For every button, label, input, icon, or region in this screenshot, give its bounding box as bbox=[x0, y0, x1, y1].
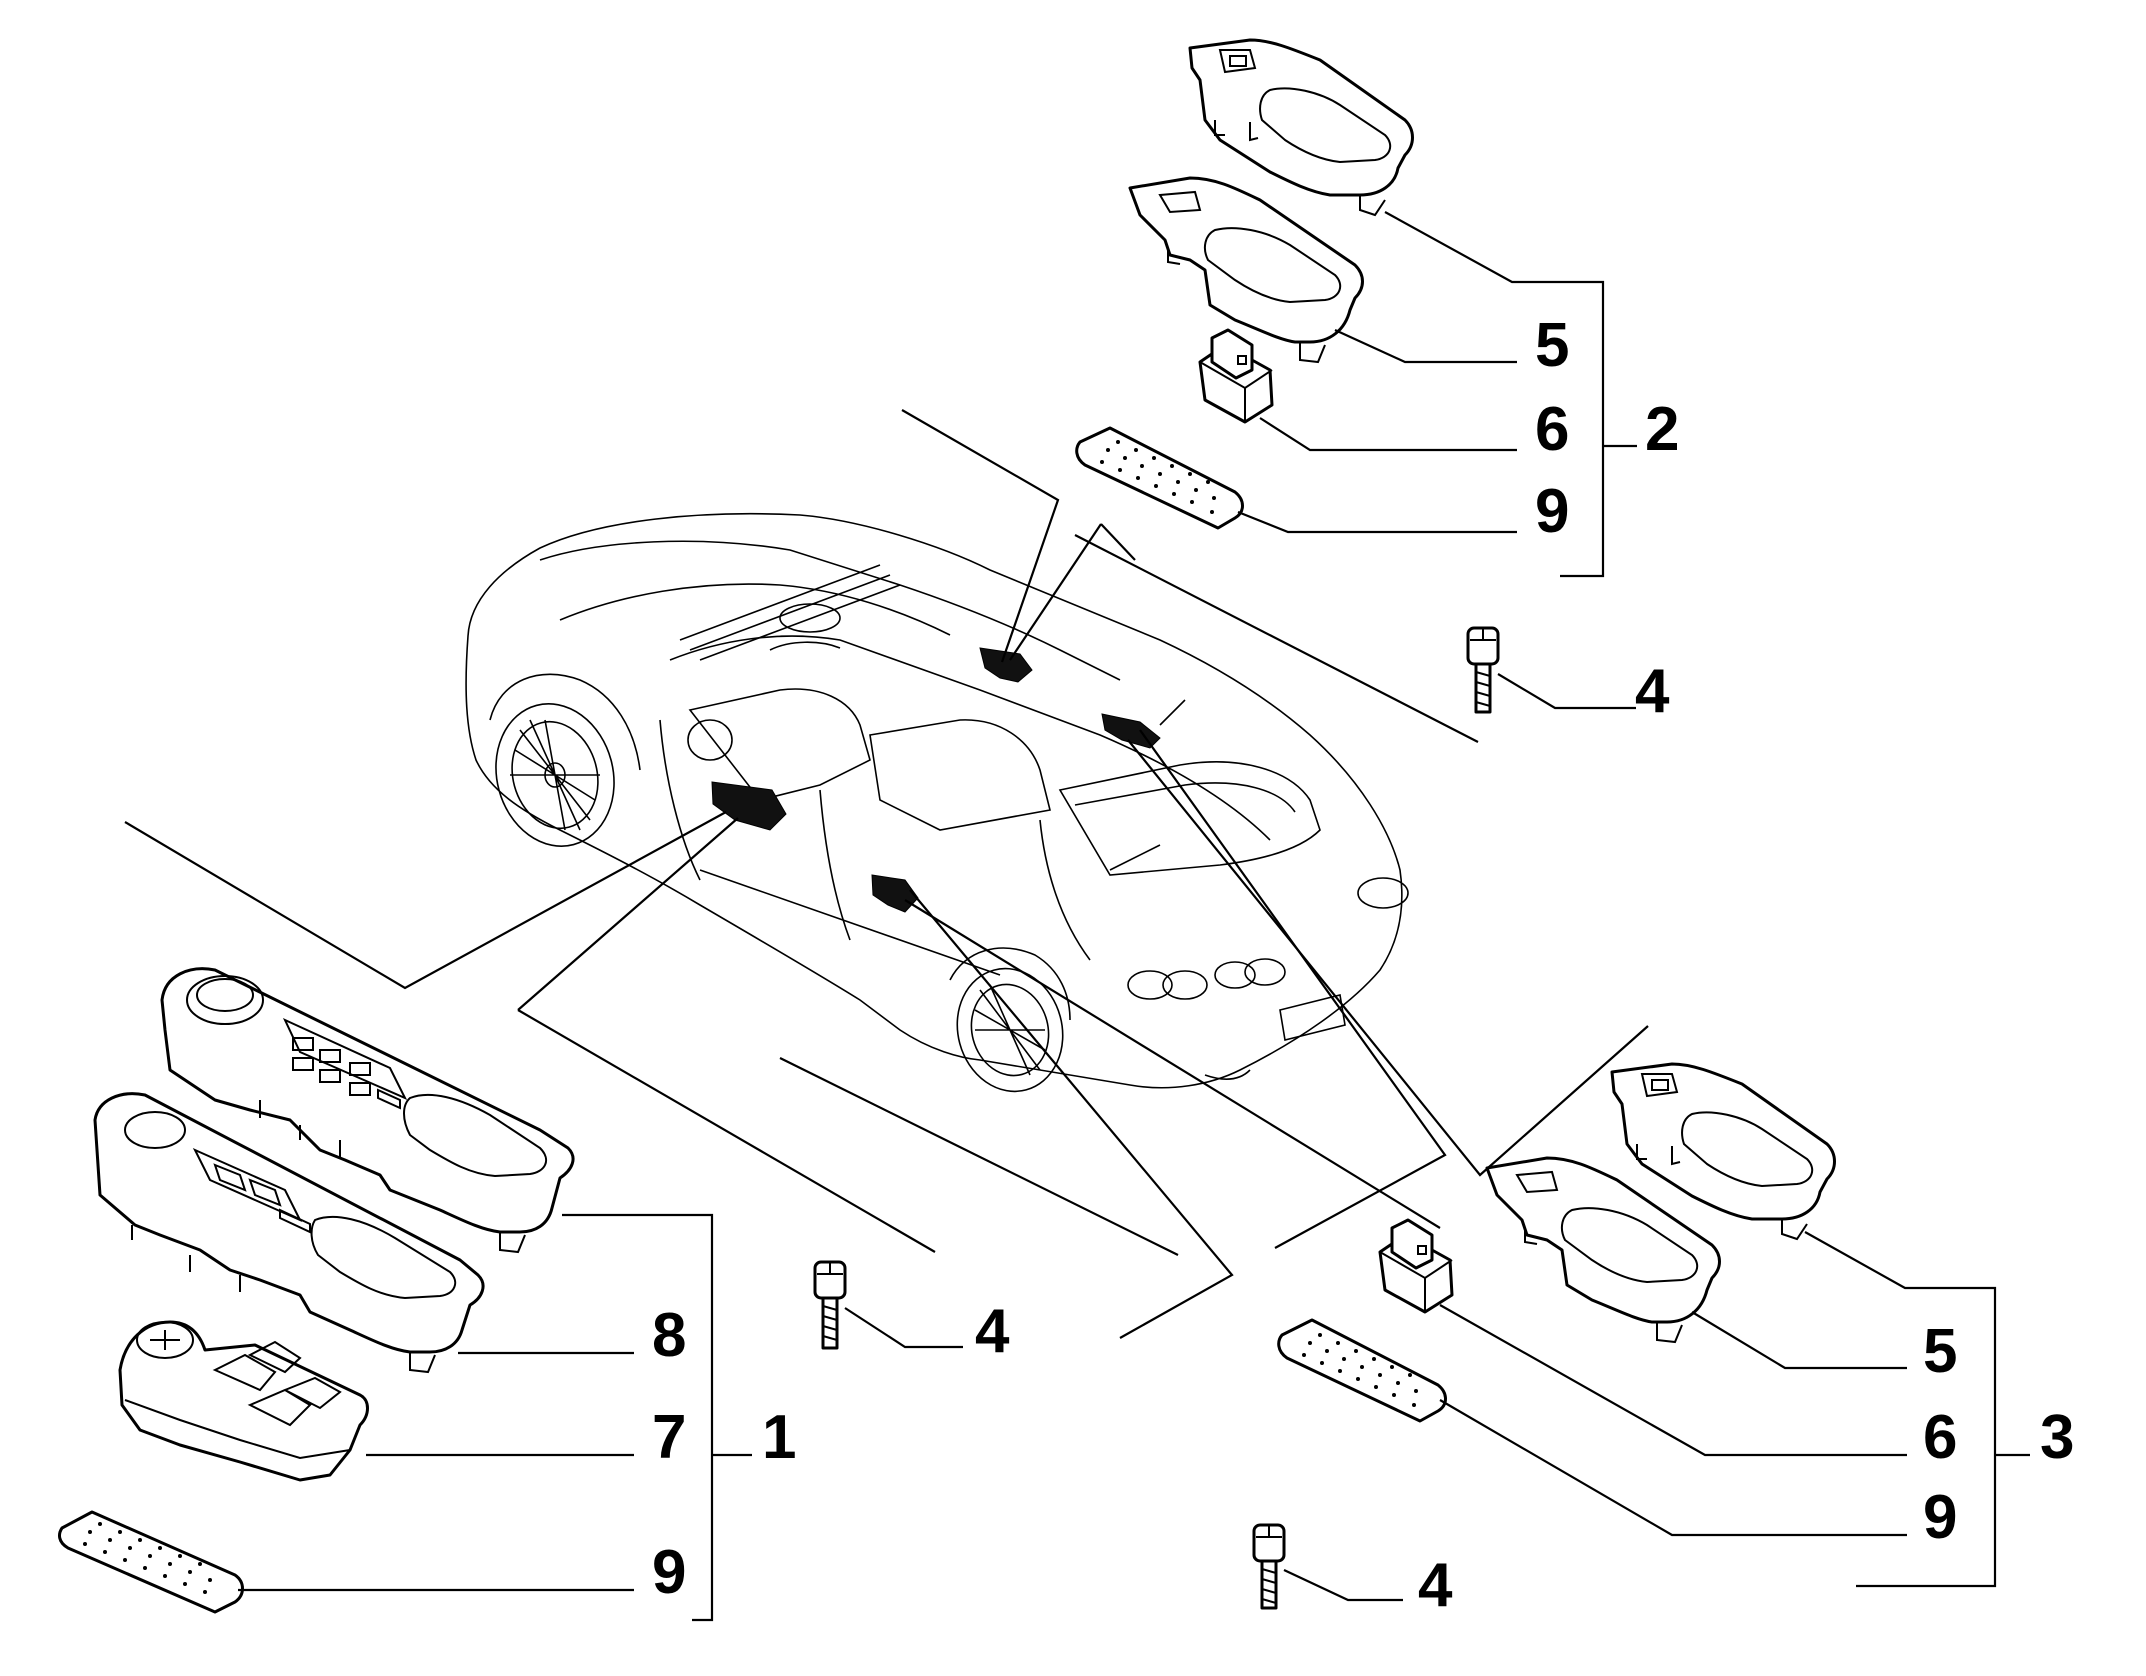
callout-group3-5: 5 bbox=[1923, 1317, 1957, 1386]
group-2-parts bbox=[1075, 38, 1637, 578]
screw-mid-part bbox=[813, 1260, 963, 1350]
callout-screw-bottom: 4 bbox=[1418, 1551, 1453, 1620]
callout-group1-7: 7 bbox=[652, 1403, 686, 1472]
callout-screw-mid: 4 bbox=[975, 1297, 1010, 1366]
callout-group2-6: 6 bbox=[1535, 395, 1569, 464]
callout-group3: 3 bbox=[2040, 1403, 2074, 1472]
callout-group3-9: 9 bbox=[1923, 1483, 1957, 1552]
group-1-parts bbox=[58, 967, 752, 1622]
callout-group2-5: 5 bbox=[1535, 311, 1569, 380]
screw-bottom-part bbox=[1252, 1523, 1403, 1610]
leader-guides bbox=[124, 409, 1649, 1339]
callout-screw-top: 4 bbox=[1635, 657, 1670, 726]
callout-group1: 1 bbox=[762, 1403, 796, 1472]
callout-group2-9: 9 bbox=[1535, 477, 1569, 546]
screw-top-part bbox=[1466, 626, 1636, 714]
callout-group2: 2 bbox=[1645, 395, 1679, 464]
car-illustration bbox=[465, 512, 1409, 1093]
callout-group3-6: 6 bbox=[1923, 1403, 1957, 1472]
callout-group1-9: 9 bbox=[652, 1538, 686, 1607]
group-3-parts bbox=[1277, 1062, 2030, 1588]
callout-group1-8: 8 bbox=[652, 1301, 686, 1370]
